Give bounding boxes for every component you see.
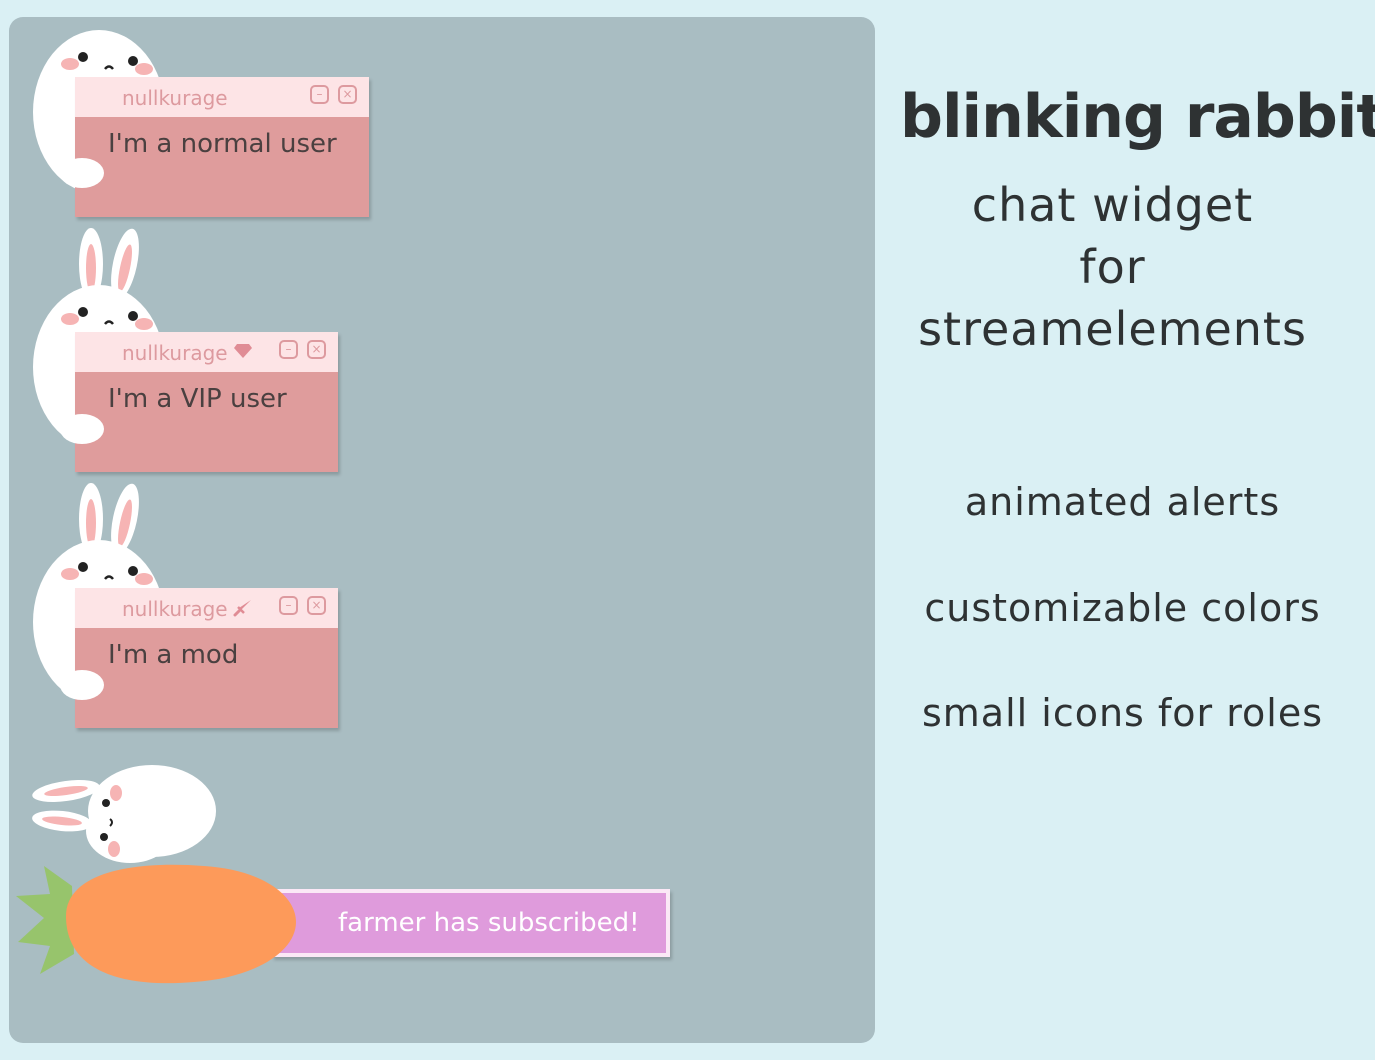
minimize-icon[interactable]: – — [279, 596, 298, 615]
message-text: I'm a VIP user — [108, 384, 287, 414]
subtitle-line: for — [1079, 240, 1146, 294]
close-icon[interactable]: × — [307, 340, 326, 359]
close-icon[interactable]: × — [338, 85, 357, 104]
chat-message-vip: nullkurage – × I'm a VIP user — [75, 332, 338, 472]
chat-message-normal: nullkurage – × I'm a normal user — [75, 77, 369, 217]
message-header: nullkurage – × — [75, 332, 338, 372]
rabbit-paw — [60, 670, 104, 700]
message-text: I'm a normal user — [108, 129, 337, 159]
page-title: blinking rabbit — [900, 82, 1375, 152]
username: nullkurage — [122, 86, 228, 110]
message-header: nullkurage – × — [75, 588, 338, 628]
rabbit-paw — [60, 158, 104, 188]
minimize-icon[interactable]: – — [279, 340, 298, 359]
sleeping-rabbit — [32, 765, 216, 863]
diamond-icon — [234, 344, 252, 358]
username: nullkurage — [122, 597, 228, 621]
sword-icon — [233, 600, 251, 617]
subtitle-line: streamelements — [918, 302, 1307, 356]
feature-item: animated alerts — [964, 480, 1281, 524]
rabbit-paw — [60, 414, 104, 444]
close-icon[interactable]: × — [307, 596, 326, 615]
username: nullkurage — [122, 341, 228, 365]
subscription-alert: farmer has subscribed! — [272, 889, 670, 957]
feature-item: customizable colors — [924, 586, 1321, 630]
alert-text: farmer has subscribed! — [338, 908, 640, 938]
message-text: I'm a mod — [108, 640, 239, 670]
chat-message-mod: nullkurage – × I'm a mod — [75, 588, 338, 728]
subtitle-line: chat widget — [971, 178, 1254, 232]
feature-item: small icons for roles — [921, 691, 1324, 735]
carrot-icon — [16, 864, 296, 984]
chat-widget-preview: nullkurage – × I'm a normal user nullkur… — [9, 17, 875, 1043]
minimize-icon[interactable]: – — [310, 85, 329, 104]
message-header: nullkurage – × — [75, 77, 369, 117]
